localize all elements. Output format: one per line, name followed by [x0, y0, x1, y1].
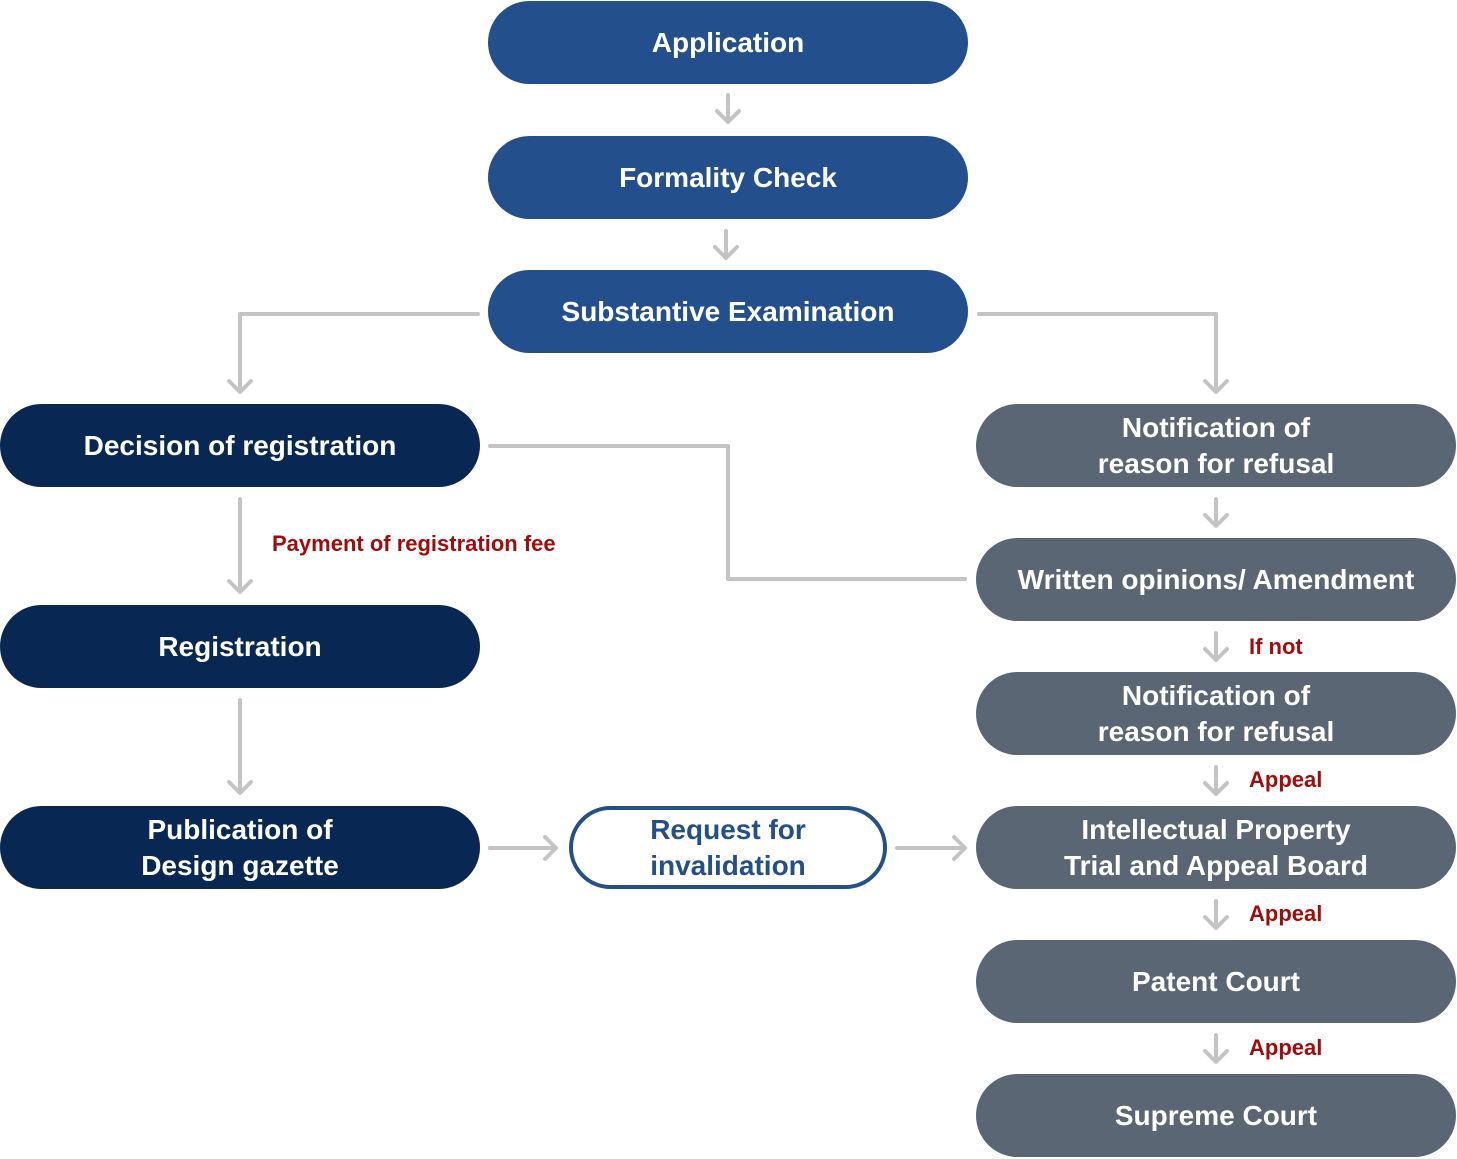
label-if-not: If not — [1249, 634, 1303, 659]
arrow-board-to-patent-court — [1203, 899, 1229, 930]
node-registration: Registration — [0, 605, 480, 688]
node-written-opinions-amendment: Written opinions/ Amendment — [976, 538, 1456, 621]
label-appeal-3: Appeal — [1249, 1035, 1323, 1060]
arrow-notification-to-opinions — [1203, 497, 1229, 528]
node-decision-of-registration: Decision of registration — [0, 404, 480, 487]
arrow-registration-to-publication — [227, 698, 253, 795]
node-supreme-court: Supreme Court — [976, 1074, 1456, 1157]
label-appeal-2: Appeal — [1249, 901, 1323, 926]
node-ip-trial-and-appeal-board: Intellectual Property Trial and Appeal B… — [976, 806, 1456, 889]
arrow-notification-to-board — [1203, 765, 1229, 796]
arrow-opinions-to-notification — [1203, 631, 1229, 662]
label-payment-of-registration-fee: Payment of registration fee — [272, 531, 556, 556]
arrow-invalidation-to-board — [895, 835, 967, 861]
arrow-formality-to-substantive — [713, 229, 739, 260]
arrow-substantive-to-decision — [227, 312, 480, 394]
node-notification-of-refusal-1: Notification of reason for refusal — [976, 404, 1456, 487]
arrow-publication-to-invalidation — [488, 835, 558, 861]
arrow-substantive-to-notification — [977, 312, 1229, 394]
arrow-decision-to-registration — [227, 497, 253, 594]
arrow-patent-to-supreme-court — [1203, 1033, 1229, 1064]
node-publication-of-design-gazette: Publication of Design gazette — [0, 806, 480, 889]
node-notification-of-refusal-2: Notification of reason for refusal — [976, 672, 1456, 755]
label-appeal-1: Appeal — [1249, 767, 1323, 792]
node-request-for-invalidation: Request for invalidation — [569, 806, 887, 889]
node-formality-check: Formality Check — [488, 136, 968, 219]
node-application: Application — [488, 1, 968, 84]
line-decision-to-written-opinions — [488, 444, 967, 581]
node-patent-court: Patent Court — [976, 940, 1456, 1023]
node-substantive-examination: Substantive Examination — [488, 270, 968, 353]
arrow-application-to-formality — [715, 93, 741, 124]
